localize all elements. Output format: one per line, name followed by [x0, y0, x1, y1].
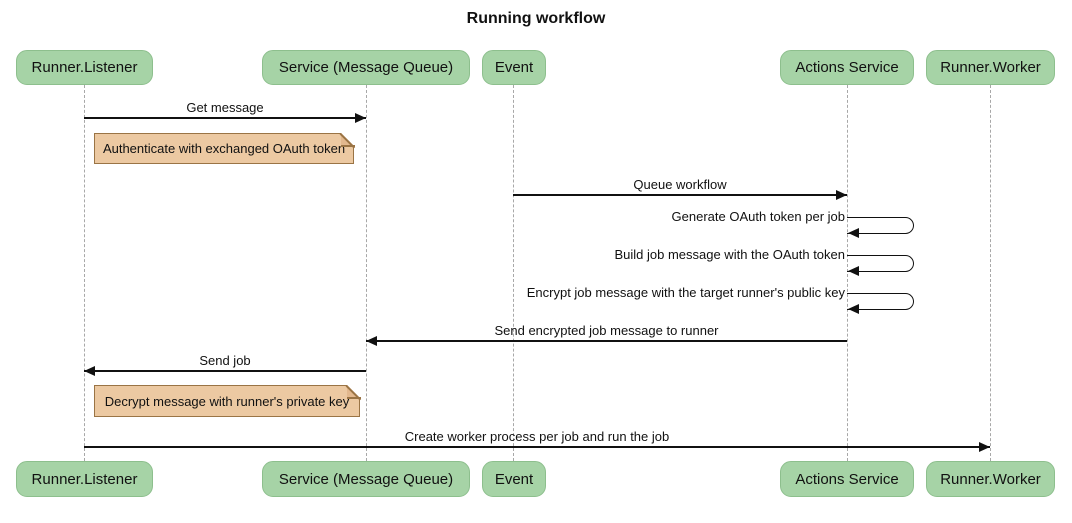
self-message-label: Encrypt job message with the target runn…: [526, 285, 845, 300]
lifeline-runner-worker: [990, 85, 991, 461]
arrowhead-left-icon: [366, 336, 377, 346]
participant-label: Event: [494, 470, 534, 488]
arrowhead-left-icon: [84, 366, 95, 376]
participant-runner-worker-top: Runner.Worker: [926, 50, 1055, 85]
participant-runner-listener-bottom: Runner.Listener: [16, 461, 153, 497]
self-message-loop: [847, 217, 914, 234]
self-message-label: Generate OAuth token per job: [671, 209, 845, 224]
participant-event-top: Event: [482, 50, 546, 85]
participant-label: Actions Service: [795, 59, 899, 76]
participant-actions-service-bottom: Actions Service: [780, 461, 914, 497]
message-line: [84, 446, 990, 448]
message-label: Send encrypted job message to runner: [494, 323, 719, 338]
arrowhead-left-icon: [848, 228, 859, 238]
note-fold-icon: [345, 384, 361, 400]
lifeline-actions-service: [847, 85, 848, 461]
note: Authenticate with exchanged OAuth token: [94, 132, 355, 164]
arrowhead-right-icon: [979, 442, 990, 452]
participant-label: Service (Message Queue): [278, 59, 454, 76]
message-line: [366, 340, 847, 342]
participant-service-message-queue-top: Service (Message Queue): [262, 50, 470, 85]
message-line: [84, 370, 366, 372]
participant-label: Runner.Listener: [31, 59, 138, 76]
arrowhead-left-icon: [848, 304, 859, 314]
participant-label: Runner.Worker: [940, 470, 1041, 488]
message-label: Send job: [199, 353, 251, 368]
participant-runner-worker-bottom: Runner.Worker: [926, 461, 1055, 497]
self-message-loop: [847, 293, 914, 310]
arrowhead-right-icon: [355, 113, 366, 123]
lifeline-event: [513, 85, 514, 461]
participant-label: Runner.Worker: [940, 59, 1041, 76]
note-text: Decrypt message with runner's private ke…: [104, 393, 350, 409]
arrowhead-left-icon: [848, 266, 859, 276]
lifeline-service-message-queue: [366, 85, 367, 461]
lifeline-runner-listener: [84, 85, 85, 461]
participant-label: Event: [494, 59, 534, 76]
participant-runner-listener-top: Runner.Listener: [16, 50, 153, 85]
participant-label: Actions Service: [795, 470, 899, 488]
note: Decrypt message with runner's private ke…: [94, 384, 361, 417]
participant-event-bottom: Event: [482, 461, 546, 497]
participant-label: Runner.Listener: [31, 470, 138, 488]
message-label: Get message: [186, 100, 264, 115]
message-line: [84, 117, 366, 119]
message-label: Create worker process per job and run th…: [404, 429, 670, 444]
participant-label: Service (Message Queue): [278, 470, 454, 488]
diagram-title: Running workflow: [466, 10, 606, 27]
participant-actions-service-top: Actions Service: [780, 50, 914, 85]
arrowhead-right-icon: [836, 190, 847, 200]
note-fold-icon: [339, 132, 355, 148]
participant-service-message-queue-bottom: Service (Message Queue): [262, 461, 470, 497]
self-message-loop: [847, 255, 914, 272]
note-text: Authenticate with exchanged OAuth token: [102, 141, 346, 156]
message-line: [513, 194, 847, 196]
message-label: Queue workflow: [633, 177, 727, 192]
self-message-label: Build job message with the OAuth token: [614, 247, 845, 262]
